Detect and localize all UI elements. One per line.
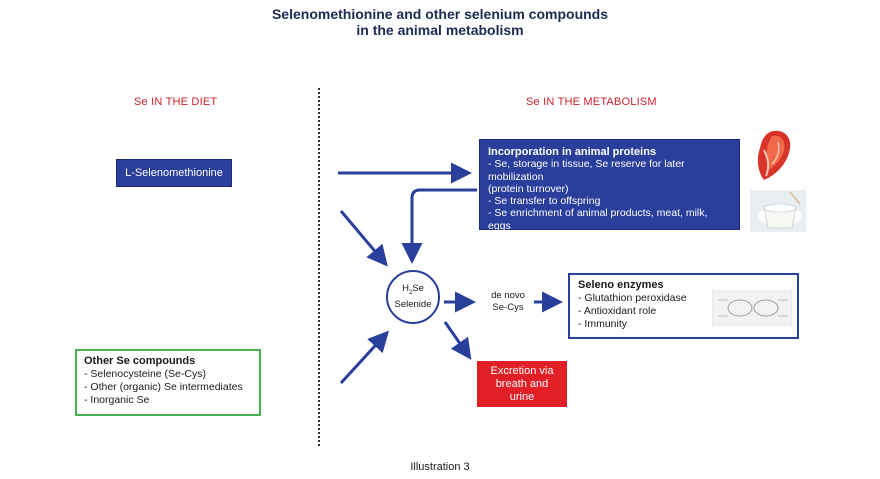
seleno-enzymes-item: - Antioxidant role: [578, 305, 657, 317]
excretion-line-1: Excretion via: [490, 364, 554, 377]
selenide-name: Selenide: [394, 298, 432, 310]
arrow-lsem-to-selenide: [339, 210, 388, 267]
diagram-title: Selenomethionine and other selenium comp…: [0, 6, 880, 38]
other-se-compounds-title: Other Se compounds: [84, 355, 196, 367]
l-selenomethionine-box: L-Selenomethionine: [116, 159, 232, 187]
selenide-formula: H2Se: [402, 283, 424, 296]
incorporation-item: - Se enrichment of animal products, meat…: [488, 207, 708, 220]
seleno-enzymes-title: Seleno enzymes: [578, 279, 664, 291]
incorporation-item: - Se, storage in tissue, Se reserve for …: [488, 158, 685, 183]
excretion-line-3: urine: [509, 390, 535, 403]
excretion-line-2: breath and: [495, 377, 549, 390]
arrow-proteins-to-selenide: [401, 188, 477, 264]
other-se-compounds-item: - Selenocysteine (Se-Cys): [84, 368, 206, 380]
incorporation-title: Incorporation in animal proteins: [488, 146, 657, 158]
de-novo-label: de novo Se-Cys: [480, 290, 536, 314]
incorporation-item: (protein turnover): [488, 182, 569, 195]
arrow-other-to-selenide: [339, 330, 390, 385]
enzyme-cycle-thumbnail: [712, 290, 792, 326]
seleno-enzymes-box: Seleno enzymes - Glutathion peroxidase -…: [568, 273, 799, 339]
meat-image: [757, 130, 791, 180]
section-label-metabolism: Se IN THE METABOLISM: [526, 96, 657, 108]
other-se-compounds-box: Other Se compounds - Selenocysteine (Se-…: [75, 349, 261, 416]
figure-caption: Illustration 3: [410, 461, 470, 473]
other-se-compounds-item: - Inorganic Se: [84, 394, 150, 406]
de-novo-line-2: Se-Cys: [492, 302, 524, 313]
incorporation-item: - Se transfer to offspring: [488, 195, 601, 208]
incorporation-item: eggs: [488, 219, 511, 232]
excretion-box: Excretion via breath and urine: [477, 361, 567, 407]
de-novo-line-1: de novo: [491, 290, 525, 301]
seleno-enzymes-item: - Immunity: [578, 318, 628, 330]
other-se-compounds-item: - Other (organic) Se intermediates: [84, 381, 243, 393]
incorporation-box: Incorporation in animal proteins - Se, s…: [479, 139, 740, 232]
arrow-selenide-to-excretion: [443, 321, 472, 360]
section-label-diet: Se IN THE DIET: [134, 96, 218, 108]
selenide-node: H2Se Selenide: [386, 270, 440, 324]
seleno-enzymes-item: - Glutathion peroxidase: [578, 292, 687, 304]
title-line-1: Selenomethionine and other selenium comp…: [271, 6, 609, 22]
title-line-2: in the animal metabolism: [356, 22, 524, 38]
milk-image: [750, 190, 806, 232]
section-divider: [318, 88, 320, 446]
